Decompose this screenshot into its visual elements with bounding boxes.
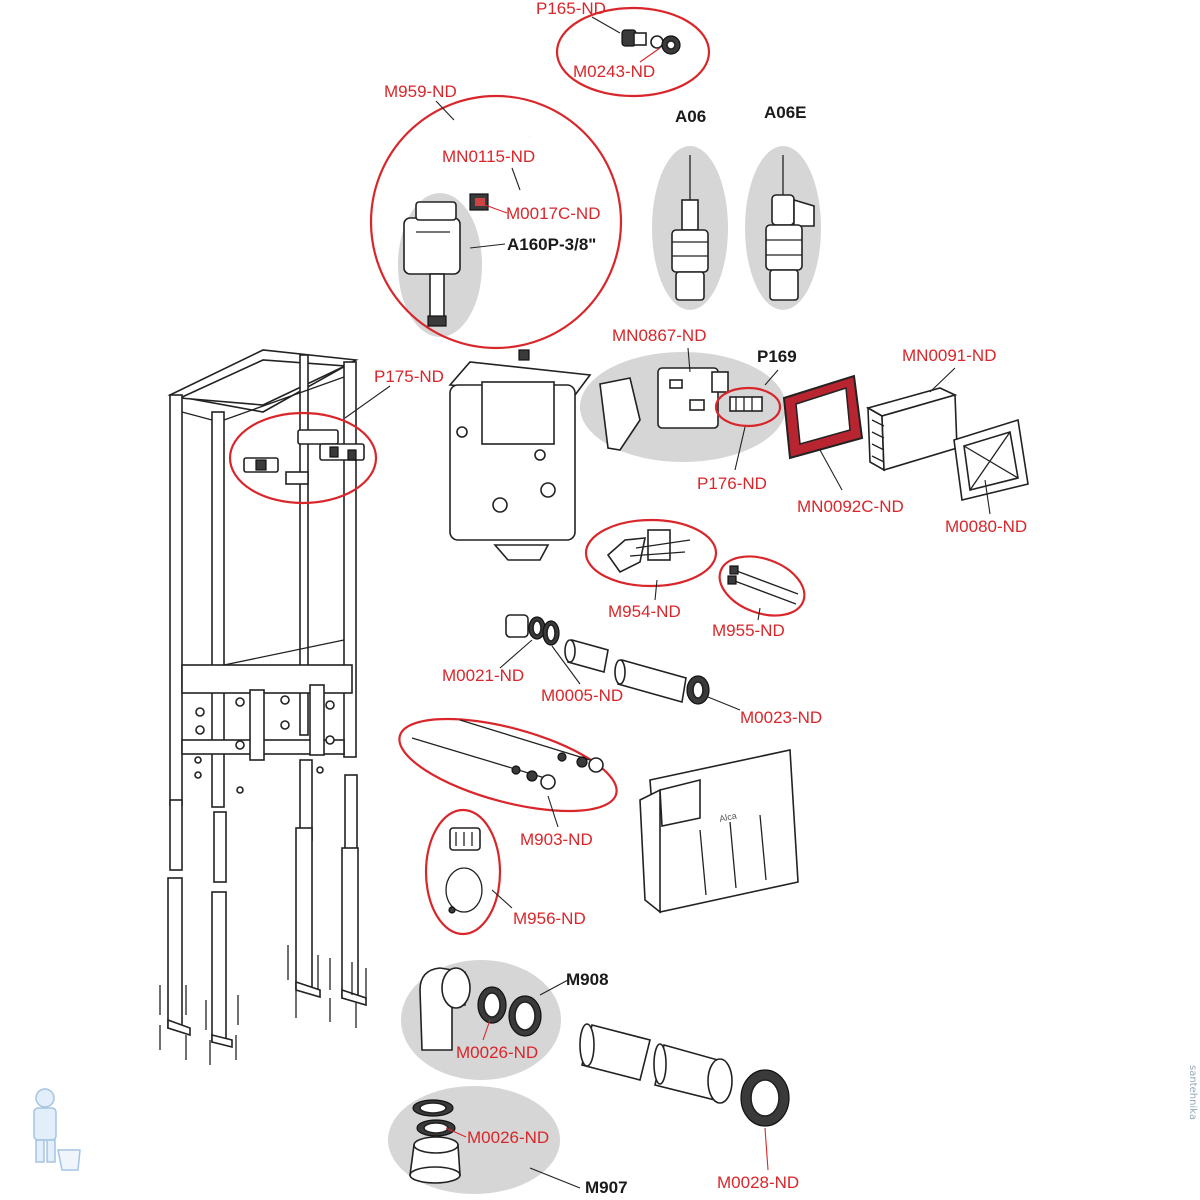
m956-clamp-part (445, 827, 483, 914)
cistern-part (448, 349, 592, 638)
outlet-pipe-parts (528, 616, 710, 705)
m954-leader (654, 579, 658, 601)
frame-legs (159, 759, 367, 1065)
m0243-leader (639, 47, 661, 63)
label-m954: M954-ND (608, 602, 681, 621)
a160p-fill-valve-part (403, 201, 461, 327)
label-p175: P175-ND (374, 367, 444, 386)
a160p-leader (469, 243, 506, 249)
m956-leader (491, 889, 513, 909)
p175-brackets-part (243, 429, 365, 485)
mn0115-leader (511, 167, 521, 191)
mn0091-leader (929, 367, 956, 393)
label-mn0091: MN0091-ND (902, 346, 996, 365)
m955-leader (757, 607, 761, 621)
label-mn0115: MN0115-ND (442, 147, 535, 166)
m0021-leader (499, 639, 533, 669)
m907-adapter-part (409, 1099, 461, 1184)
m959-group-ring (369, 94, 623, 350)
p176-group-ring (714, 386, 782, 428)
m0005-leader (551, 645, 581, 685)
m908-leader (539, 979, 569, 996)
m903-leader (547, 795, 559, 828)
label-m956: M956-ND (513, 909, 586, 928)
m907-leader (529, 1167, 581, 1189)
m955-group-ring (718, 555, 806, 617)
label-m0005: M0005-ND (541, 686, 623, 705)
m0023-leader (707, 696, 741, 711)
p176-part (729, 396, 763, 412)
label-a160p: A160P-3/8" (507, 235, 596, 254)
label-m959: M959-ND (384, 82, 457, 101)
mn0092c-frame-part (782, 374, 864, 460)
label-p176: P176-ND (697, 474, 767, 493)
m954-group-ring (584, 518, 718, 588)
m955-rods-part (727, 565, 799, 605)
label-m0080: M0080-ND (945, 517, 1027, 536)
label-m0028: M0028-ND (717, 1173, 799, 1192)
mn0092c-leader (819, 449, 843, 491)
label-a06: A06 (675, 107, 706, 126)
label-m903: M903-ND (520, 830, 593, 849)
mn0867-leader (687, 347, 691, 373)
m903-rods-part (411, 719, 604, 790)
label-mn0867: MN0867-ND (612, 326, 706, 345)
a06-flush-valve-part (671, 155, 709, 301)
label-m0243: M0243-ND (573, 62, 655, 81)
label-m908: M908 (566, 970, 609, 989)
label-m0026a: M0026-ND (456, 1043, 538, 1062)
p169-leader (764, 369, 779, 386)
p175-group-ring (228, 411, 378, 505)
m903-group-ring (398, 717, 618, 813)
label-m955: M955-ND (712, 621, 785, 640)
m954-lever-part (606, 529, 691, 574)
label-p165: P165-ND (536, 0, 606, 18)
label-m907: M907 (585, 1178, 628, 1197)
label-a06e: A06E (764, 103, 807, 122)
p165-leader (591, 16, 621, 34)
m0080-plate-part (953, 418, 1029, 501)
m908-bend-part (419, 967, 542, 1051)
m0026b-leader (445, 1127, 467, 1138)
m0017c-leader (484, 204, 508, 214)
label-m0021: M0021-ND (442, 666, 524, 685)
m0017c-part (469, 193, 489, 211)
installation-frame (167, 349, 359, 808)
p176-leader (734, 426, 746, 471)
p175-leader (344, 385, 391, 419)
plumber-mascot-logo (33, 1088, 81, 1171)
mn0867-carrier-part (599, 367, 729, 451)
m0026a-leader (482, 1019, 491, 1041)
box-brand-text: Alca (718, 811, 737, 824)
m959-leader (435, 100, 455, 121)
discharge-pipe-parts (579, 1023, 790, 1127)
a06e-flush-valve-part (765, 155, 815, 301)
watermark-text: santehnika (1187, 1065, 1198, 1120)
p165-valve-part (621, 29, 681, 55)
protective-box-part: Alca (639, 749, 799, 914)
p165-group-ring (555, 6, 711, 98)
m0080-leader (984, 479, 991, 515)
mn0091-box-part (865, 387, 958, 472)
label-m0023: M0023-ND (740, 708, 822, 727)
label-m0026b: M0026-ND (467, 1128, 549, 1147)
label-m0017c: M0017C-ND (506, 204, 600, 223)
label-p169: P169 (757, 347, 797, 366)
m0028-leader (764, 1127, 769, 1171)
m956-group-ring (424, 808, 502, 936)
label-mn0092c: MN0092C-ND (797, 497, 904, 516)
mn0115-hose-part (494, 123, 570, 199)
